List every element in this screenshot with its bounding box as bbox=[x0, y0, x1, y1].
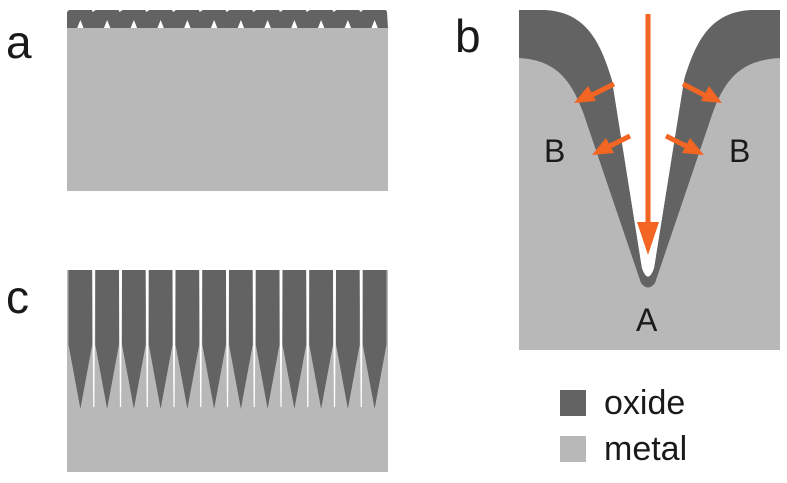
legend-oxide-swatch bbox=[560, 390, 586, 416]
oxide-column bbox=[336, 270, 360, 409]
pore-gap bbox=[226, 270, 229, 407]
central-arrow-head bbox=[637, 222, 659, 255]
arrow-left-upper-shaft bbox=[588, 81, 616, 99]
metal-wedge bbox=[294, 345, 307, 407]
oxide-column bbox=[229, 270, 253, 409]
metal-wedge bbox=[362, 345, 375, 407]
metal-wedge bbox=[95, 345, 107, 407]
metal-wedge bbox=[348, 345, 360, 407]
panel-c-oxide-columns bbox=[68, 270, 387, 409]
panel-b-top-margin bbox=[519, 0, 780, 10]
pore-gap bbox=[279, 270, 283, 407]
metal-wedge bbox=[107, 345, 119, 407]
metal-wedge bbox=[309, 345, 321, 407]
oxide-column bbox=[95, 270, 119, 409]
metal-wedge bbox=[134, 345, 146, 407]
legend-metal-swatch bbox=[560, 436, 586, 462]
oxide-column bbox=[148, 270, 173, 409]
point-b-left-label: B bbox=[544, 133, 565, 169]
oxide-column bbox=[175, 270, 200, 409]
panel-a-oxide-layer bbox=[67, 10, 388, 28]
legend: oxide metal bbox=[560, 384, 687, 468]
oxide-column bbox=[282, 270, 307, 409]
metal-wedge bbox=[255, 345, 268, 407]
panel-c-label: c bbox=[6, 271, 29, 323]
oxide-column bbox=[122, 270, 146, 409]
arrow-right-upper-head bbox=[701, 86, 722, 103]
pore-gap bbox=[333, 270, 336, 407]
legend-oxide-label: oxide bbox=[604, 384, 685, 422]
pore-gap bbox=[145, 270, 149, 407]
point-a-label: A bbox=[636, 302, 658, 338]
metal-wedge bbox=[161, 345, 173, 407]
metal-wedge bbox=[268, 345, 280, 407]
oxide-column bbox=[255, 270, 280, 409]
pore-gap bbox=[92, 270, 96, 407]
panel-b-oxide-layer bbox=[519, 10, 780, 288]
metal-wedge bbox=[229, 345, 241, 407]
oxide-column bbox=[362, 270, 387, 409]
arrow-left-upper-head bbox=[574, 86, 596, 103]
metal-wedge bbox=[148, 345, 161, 407]
metal-wedge bbox=[321, 345, 333, 407]
arrow-right-lower-shaft bbox=[664, 133, 690, 150]
panel-a-label: a bbox=[6, 16, 32, 68]
legend-metal-label: metal bbox=[604, 430, 687, 468]
metal-wedge bbox=[187, 345, 200, 407]
arrow-right-upper-shaft bbox=[681, 81, 708, 99]
metal-wedge bbox=[214, 345, 226, 407]
oxide-column bbox=[309, 270, 333, 409]
metal-wedge bbox=[175, 345, 187, 407]
pore-gap bbox=[172, 270, 176, 407]
arrow-left-lower-shaft bbox=[606, 133, 632, 150]
arrow-right-lower-head bbox=[682, 138, 704, 155]
panel-a: a bbox=[6, 10, 388, 191]
pore-gap bbox=[199, 270, 203, 407]
pore-gap bbox=[306, 270, 310, 407]
pore-gap bbox=[359, 270, 363, 407]
metal-wedge bbox=[80, 345, 93, 407]
metal-wedge bbox=[202, 345, 214, 407]
panel-a-metal-block bbox=[67, 28, 388, 191]
metal-wedge bbox=[241, 345, 253, 407]
oxide-column bbox=[202, 270, 226, 409]
panel-b: b B B A bbox=[455, 0, 780, 350]
panel-c: c bbox=[6, 270, 388, 472]
pore-gap bbox=[119, 270, 122, 407]
oxide-column bbox=[68, 270, 93, 409]
arrow-left-lower-head bbox=[592, 138, 614, 155]
pore-gap bbox=[252, 270, 256, 407]
metal-wedge bbox=[336, 345, 348, 407]
point-b-right-label: B bbox=[729, 133, 750, 169]
metal-wedge bbox=[122, 345, 134, 407]
metal-wedge bbox=[282, 345, 294, 407]
panel-b-arrows bbox=[574, 14, 722, 255]
panel-b-label: b bbox=[455, 10, 481, 62]
metal-wedge bbox=[375, 345, 387, 407]
metal-wedge bbox=[68, 345, 80, 407]
